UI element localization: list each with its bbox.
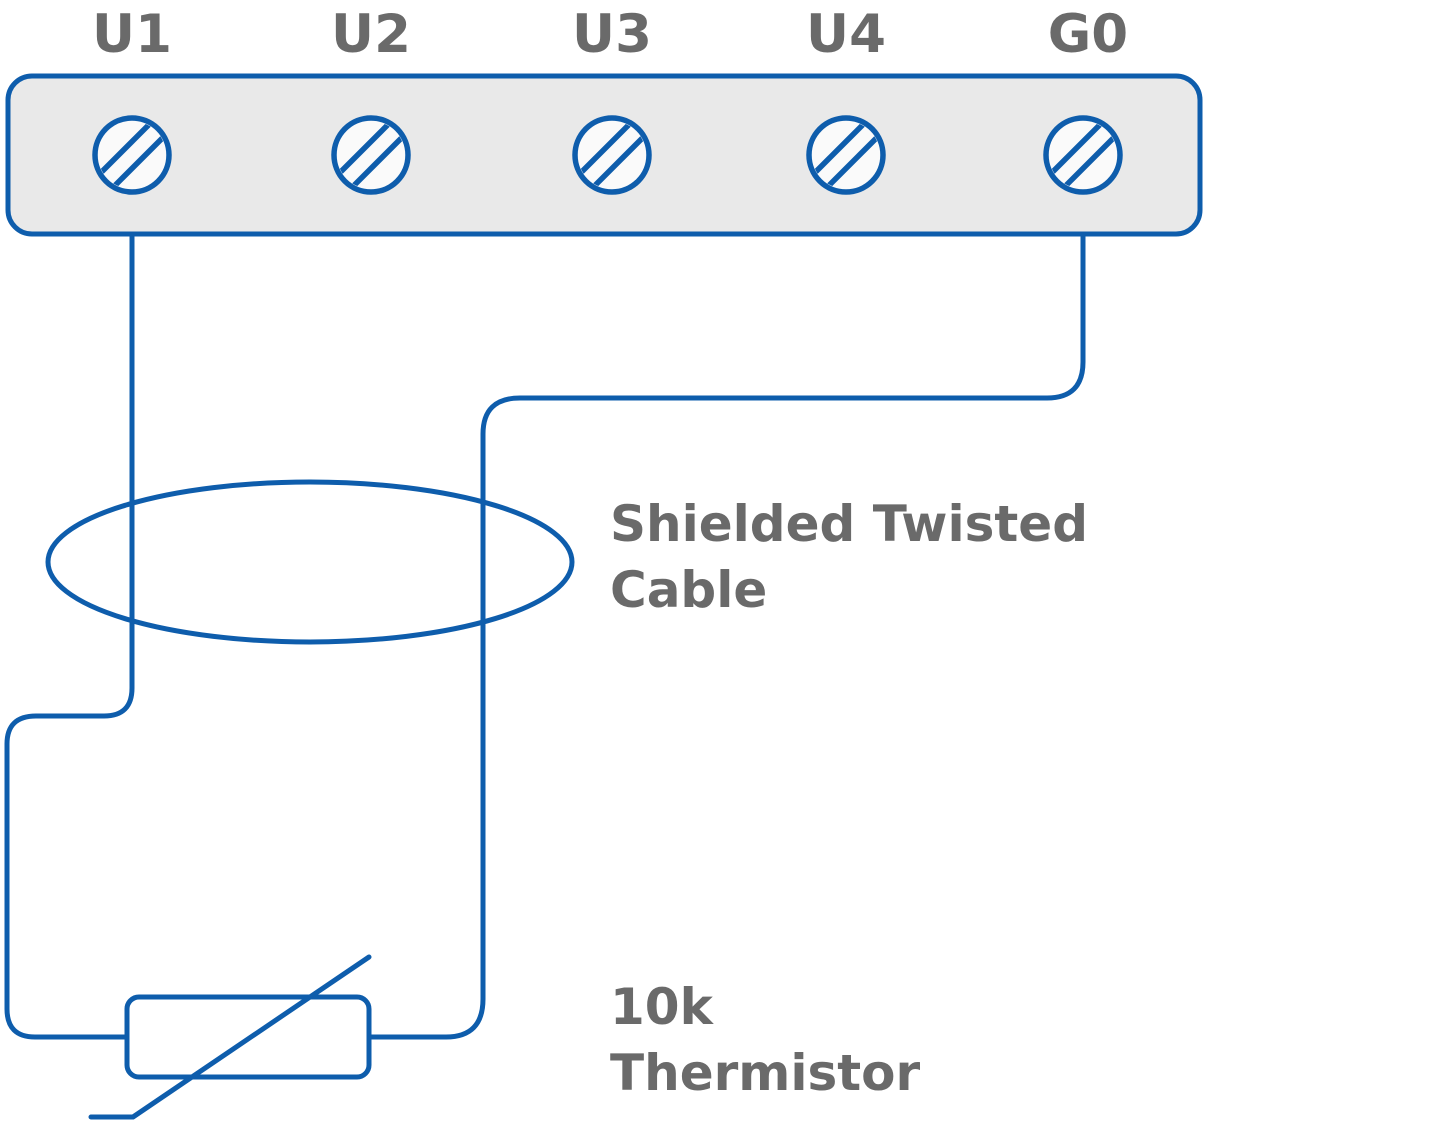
screw-icon bbox=[1043, 115, 1123, 195]
screw-slot-icon bbox=[812, 121, 880, 189]
thermistor-body bbox=[124, 994, 372, 1080]
terminal-label-u3: U3 bbox=[572, 4, 652, 65]
screw-terminal-u3 bbox=[572, 115, 652, 195]
screw-slot-icon bbox=[98, 121, 166, 189]
screw-slot-icon bbox=[1049, 121, 1117, 189]
terminal-label-u1: U1 bbox=[92, 4, 172, 65]
screw-icon bbox=[806, 115, 886, 195]
screw-terminal-u2 bbox=[331, 115, 411, 195]
wire-g0-to-thermistor bbox=[369, 234, 1086, 1040]
screw-icon bbox=[331, 115, 411, 195]
cable-annotation-line1: Shielded Twisted bbox=[610, 495, 1089, 553]
thermistor-annotation-line2: Thermistor bbox=[610, 1044, 921, 1102]
terminal-label-u4: U4 bbox=[806, 4, 886, 65]
cable-annotation: Shielded Twisted Cable bbox=[610, 491, 1088, 623]
screw-terminal-u1 bbox=[92, 115, 172, 195]
screw-terminal-g0 bbox=[1043, 115, 1123, 195]
thermistor-diagonal bbox=[88, 954, 372, 1120]
terminal-label-u2: U2 bbox=[331, 4, 411, 65]
screw-terminal-u4 bbox=[806, 115, 886, 195]
terminal-label-g0: G0 bbox=[1047, 4, 1129, 65]
cable-annotation-line2: Cable bbox=[610, 561, 768, 619]
screw-slot-icon bbox=[337, 121, 405, 189]
screw-slot-icon bbox=[578, 121, 646, 189]
screw-icon bbox=[572, 115, 652, 195]
wire-u1-to-thermistor bbox=[4, 234, 135, 1040]
screw-icon bbox=[92, 115, 172, 195]
thermistor-annotation-line1: 10k bbox=[610, 978, 713, 1036]
cable-shield-loop bbox=[45, 479, 575, 645]
thermistor-annotation: 10k Thermistor bbox=[610, 974, 920, 1106]
